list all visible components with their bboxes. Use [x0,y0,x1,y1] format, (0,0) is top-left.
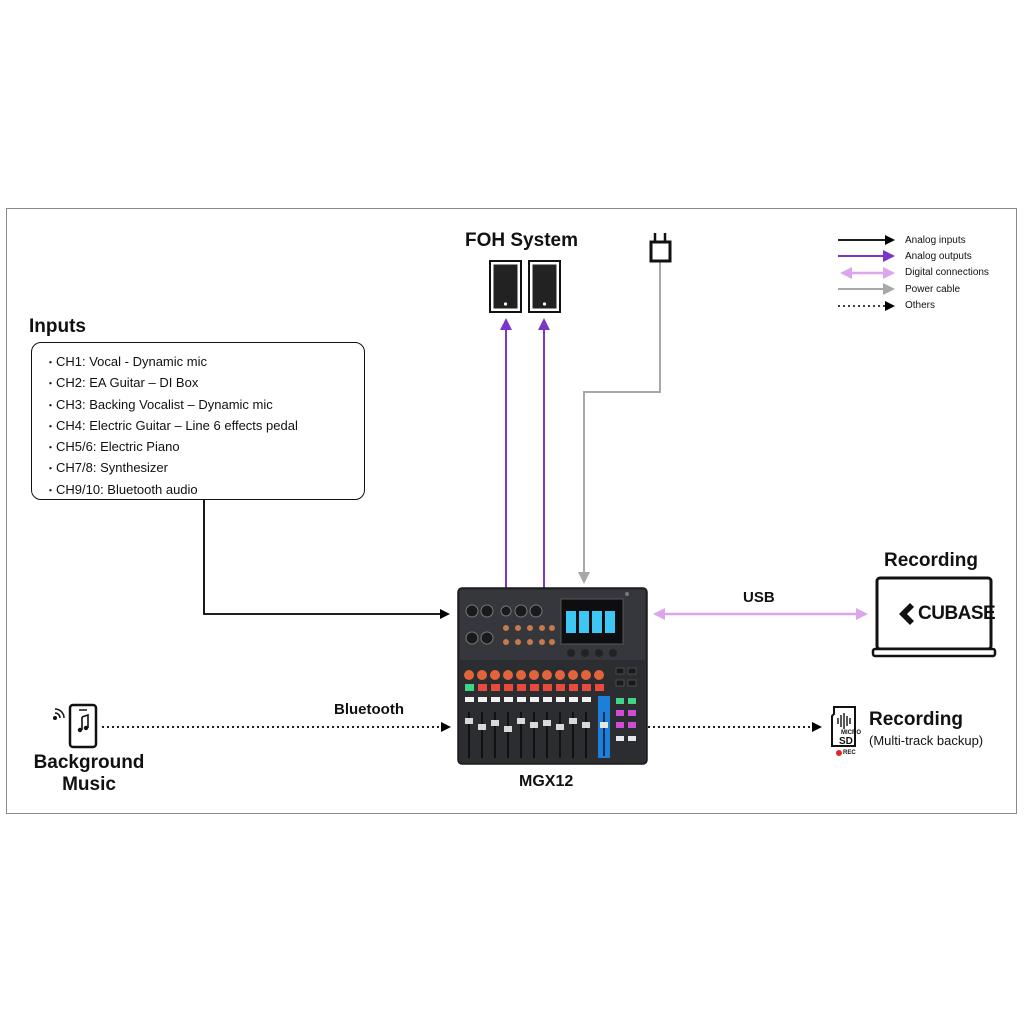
legend-label-power-cable: Power cable [905,284,961,295]
legend-label-analog-outputs: Analog outputs [905,251,972,262]
diagram-frame [6,208,1017,814]
background-music-title: Background Music [33,752,145,795]
rec-indicator-icon [836,750,842,756]
laptop-icon [871,576,997,658]
legend-label-others: Others [905,300,936,311]
power-plug-icon [649,233,672,263]
microsd-card-icon [831,706,856,747]
input-item: CH7/8: Synthesizer [45,458,364,479]
inputs-title: Inputs [29,316,86,337]
sd-card-big-text: SD [839,736,853,747]
recording-sd-title: Recording [869,709,963,730]
input-item: CH9/10: Bluetooth audio [45,480,364,501]
mixer-label: MGX12 [519,773,574,790]
input-item: CH2: EA Guitar – DI Box [45,373,364,394]
rec-badge-label: REC [843,750,856,756]
input-item: CH1: Vocal - Dynamic mic [45,352,364,373]
input-item: CH5/6: Electric Piano [45,437,364,458]
sd-card-small-text: MICRO [841,730,861,736]
recording-sd-subtitle: (Multi-track backup) [869,733,984,748]
bluetooth-label: Bluetooth [334,701,404,718]
input-item: CH3: Backing Vocalist – Dynamic mic [45,395,364,416]
inputs-list-box: CH1: Vocal - Dynamic mic CH2: EA Guitar … [31,342,365,500]
usb-label: USB [743,589,775,606]
analog-input-wire [203,500,450,619]
mixer-device-icon [457,587,648,765]
legend-label-digital-connections: Digital connections [905,267,989,278]
cubase-logo-icon [899,603,914,625]
wireless-signal-icon [53,708,65,720]
power-cable-wire [578,262,661,584]
foh-system-title: FOH System [465,230,578,251]
foh-speaker-left-icon [489,260,522,313]
cubase-logo-text: CUBASE [918,603,996,624]
input-item: CH4: Electric Guitar – Line 6 effects pe… [45,416,364,437]
recording-cubase-title: Recording [884,550,978,571]
legend-lines [838,235,895,311]
foh-speaker-right-icon [528,260,561,313]
legend-label-analog-inputs: Analog inputs [905,235,966,246]
smartphone-icon [68,703,98,749]
